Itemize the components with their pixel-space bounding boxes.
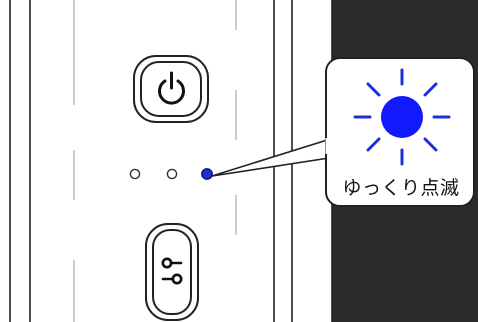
panel-guide-lines (73, 0, 237, 322)
indicator-lamp-2 (166, 168, 178, 180)
settings-button[interactable] (145, 223, 199, 321)
blinking-light-icon (353, 68, 451, 166)
power-icon (158, 71, 185, 105)
callout-pointer (211, 135, 343, 177)
source-switch-icon (161, 257, 183, 285)
indicator-lamp-1 (129, 168, 141, 180)
indicator-lamp-3 (201, 168, 213, 180)
callout-label: ゆっくり点滅 (342, 176, 460, 199)
power-button[interactable] (133, 55, 209, 123)
